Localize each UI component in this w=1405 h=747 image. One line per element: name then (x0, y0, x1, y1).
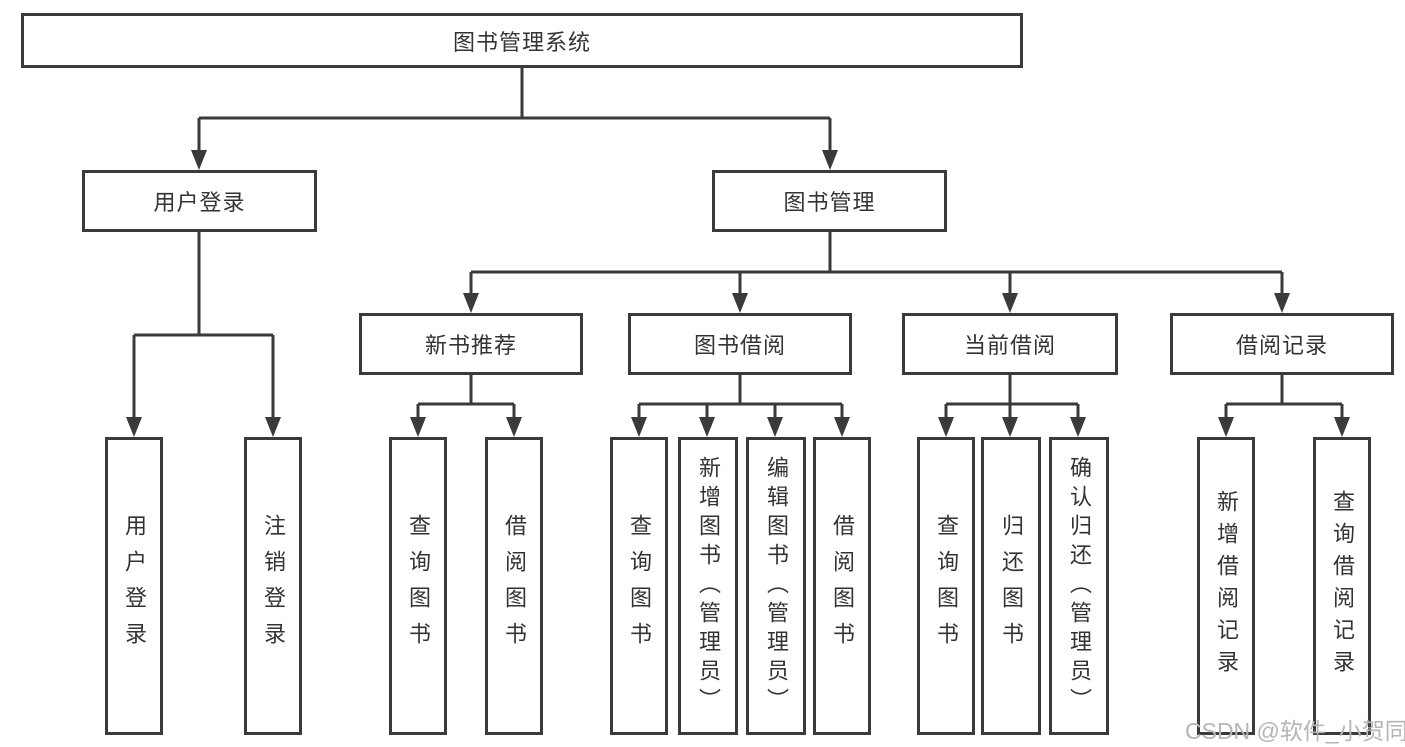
leaf-user-login: 用户登录 (105, 437, 163, 735)
node-current-borrow: 当前借阅 (902, 313, 1118, 375)
leaf-label: 编辑图书（管理员） (764, 455, 789, 717)
arrowheads-level2 (191, 150, 838, 170)
leaf-query-books-recommend: 查询图书 (389, 437, 447, 735)
leaf-query-books-current: 查询图书 (917, 437, 975, 735)
leaf-confirm-return-admin: 确认归还（管理员） (1049, 437, 1109, 735)
connector-currentborrow-to-leaves (944, 375, 1080, 420)
connector-bookmgmt-to-level3 (469, 232, 1284, 296)
leaf-add-borrow-record: 新增借阅记录 (1197, 437, 1255, 735)
leaf-query-borrow-record: 查询借阅记录 (1313, 437, 1371, 735)
node-borrow-records: 借阅记录 (1170, 313, 1394, 375)
node-new-book-recommend: 新书推荐 (359, 313, 583, 375)
leaf-label: 查询图书 (627, 514, 652, 658)
leaf-label: 借阅图书 (830, 514, 855, 658)
leaf-label: 查询图书 (934, 514, 959, 658)
node-label: 借阅记录 (1235, 333, 1328, 358)
leaf-edit-books-admin: 编辑图书（管理员） (746, 437, 806, 735)
leaf-label: 新增借阅记录 (1214, 490, 1239, 682)
node-label: 当前借阅 (963, 333, 1056, 358)
leaf-label: 用户登录 (122, 514, 147, 658)
connector-newbook-to-leaves (416, 375, 516, 420)
arrowheads-leaves (126, 417, 1350, 437)
leaf-label: 注销登录 (261, 514, 286, 658)
leaf-label: 归还图书 (999, 514, 1024, 658)
node-user-login: 用户登录 (82, 170, 317, 232)
leaf-query-books-borrow: 查询图书 (610, 437, 668, 735)
leaf-label: 确认归还（管理员） (1067, 455, 1092, 717)
leaf-label: 借阅图书 (502, 514, 527, 658)
node-book-management: 图书管理 (712, 170, 947, 232)
node-book-borrow: 图书借阅 (628, 313, 852, 375)
leaf-label: 查询借阅记录 (1330, 490, 1355, 682)
leaf-label: 查询图书 (406, 514, 431, 658)
leaf-add-books-admin: 新增图书（管理员） (678, 437, 738, 735)
node-label: 图书管理系统 (452, 29, 591, 55)
leaf-logout: 注销登录 (244, 437, 302, 735)
watermark: CSDN @软件_小贺同学 (1185, 718, 1405, 744)
leaf-borrow-books: 借阅图书 (813, 437, 871, 735)
leaf-label: 新增图书（管理员） (696, 455, 721, 717)
leaf-borrow-books-recommend: 借阅图书 (485, 437, 543, 735)
connector-bookborrow-to-leaves (637, 375, 844, 420)
leaf-return-books: 归还图书 (981, 437, 1041, 735)
connector-userlogin-to-leaves (132, 232, 275, 420)
node-label: 图书管理 (783, 190, 876, 215)
connector-root-to-level2 (197, 68, 832, 153)
node-label: 新书推荐 (424, 333, 517, 358)
connector-records-to-leaves (1224, 375, 1344, 420)
node-root: 图书管理系统 (21, 13, 1023, 68)
node-label: 图书借阅 (693, 333, 786, 358)
arrowheads-level3 (463, 293, 1290, 313)
node-label: 用户登录 (153, 190, 246, 215)
